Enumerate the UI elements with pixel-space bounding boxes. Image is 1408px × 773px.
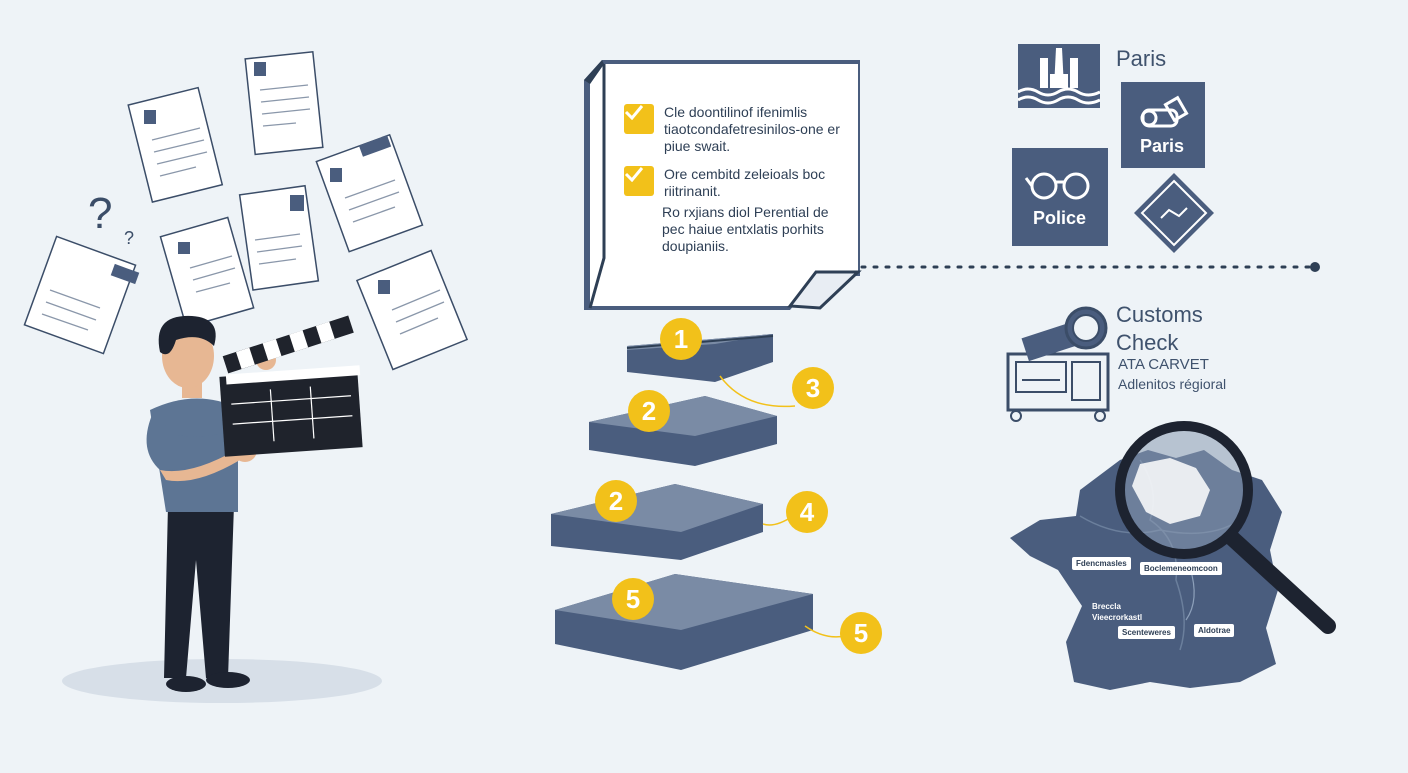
map-label-2: Boclemeneomcoon (1140, 562, 1222, 575)
checklist-item-text: Ore cembitd zeleioals boc riitrinanit. (664, 166, 826, 199)
customs-scanner-icon (1006, 306, 1110, 422)
customs-sublabel: Adlenitos régioral (1118, 376, 1227, 392)
checklist-card: Cle doontilinof ifenimlis tiaotcondafetr… (580, 58, 862, 314)
step-badge-1: 1 (660, 318, 702, 360)
checkbox-checked-icon (624, 166, 654, 196)
question-mark-icon: ? (88, 189, 112, 238)
document-lines (41, 84, 445, 335)
checklist-note: Ro rxjians diol Perential de pec haiue e… (662, 204, 829, 254)
map-label-5: Aldotrae (1194, 624, 1235, 637)
small-question-mark-icon: ? (124, 228, 134, 248)
magnifier-handle (1224, 530, 1336, 634)
checklist-item-text: Cle doontilinof ifenimlis tiaotcondafetr… (664, 104, 840, 154)
person-scene: ? ? (0, 0, 500, 768)
left-forearm (160, 450, 240, 482)
step-badge-4: 4 (786, 491, 828, 533)
camera-icon (1140, 95, 1189, 128)
cathedral-icon (1017, 44, 1101, 108)
checklist-item-1: Cle doontilinof ifenimlis tiaotcondafetr… (624, 104, 844, 155)
person-illustration: ? ? (23, 50, 469, 703)
handcuffs-icon (1024, 172, 1090, 200)
document-icons (110, 62, 392, 294)
customs-title-line1: Customs (1116, 302, 1203, 327)
paris-label-top: Paris (1116, 46, 1167, 71)
step-badge-2b: 2 (595, 480, 637, 522)
map-label-1: Fdencmasles (1072, 557, 1131, 570)
dotted-connector (860, 262, 1320, 272)
paris-tile-label: Paris (1140, 136, 1185, 156)
map-label-3: Breccla Vieecrorkastl (1092, 602, 1143, 622)
road-sign-icon (1134, 173, 1214, 253)
left-arm (146, 415, 240, 470)
magnifier-icon (1120, 426, 1121, 427)
step-tile-3 (551, 484, 763, 560)
legs (164, 505, 234, 678)
paris-tile (1121, 82, 1205, 168)
left-shoe (166, 676, 206, 692)
step-badge-5a: 5 (612, 578, 654, 620)
step-tile-2 (589, 396, 777, 466)
step-badge-2a: 2 (628, 390, 670, 432)
right-shoe (206, 672, 250, 688)
police-tile (1012, 148, 1108, 246)
ata-carnet-label: ATA CARVET (1118, 356, 1209, 373)
map-label-4: Scenteweres (1118, 626, 1175, 639)
paris-landmark-tile (1017, 44, 1101, 108)
customs-title-line2: Check (1116, 330, 1179, 355)
step-badge-5b: 5 (840, 612, 882, 654)
checklist-item-2: Ore cembitd zeleioals boc riitrinanit. (624, 166, 844, 200)
step-tile-4 (555, 574, 813, 670)
step-badge-3: 3 (792, 367, 834, 409)
checkbox-checked-icon (624, 104, 654, 134)
police-label: Police (1033, 208, 1087, 228)
clapperboard-icon (219, 315, 363, 457)
hair (158, 315, 216, 355)
